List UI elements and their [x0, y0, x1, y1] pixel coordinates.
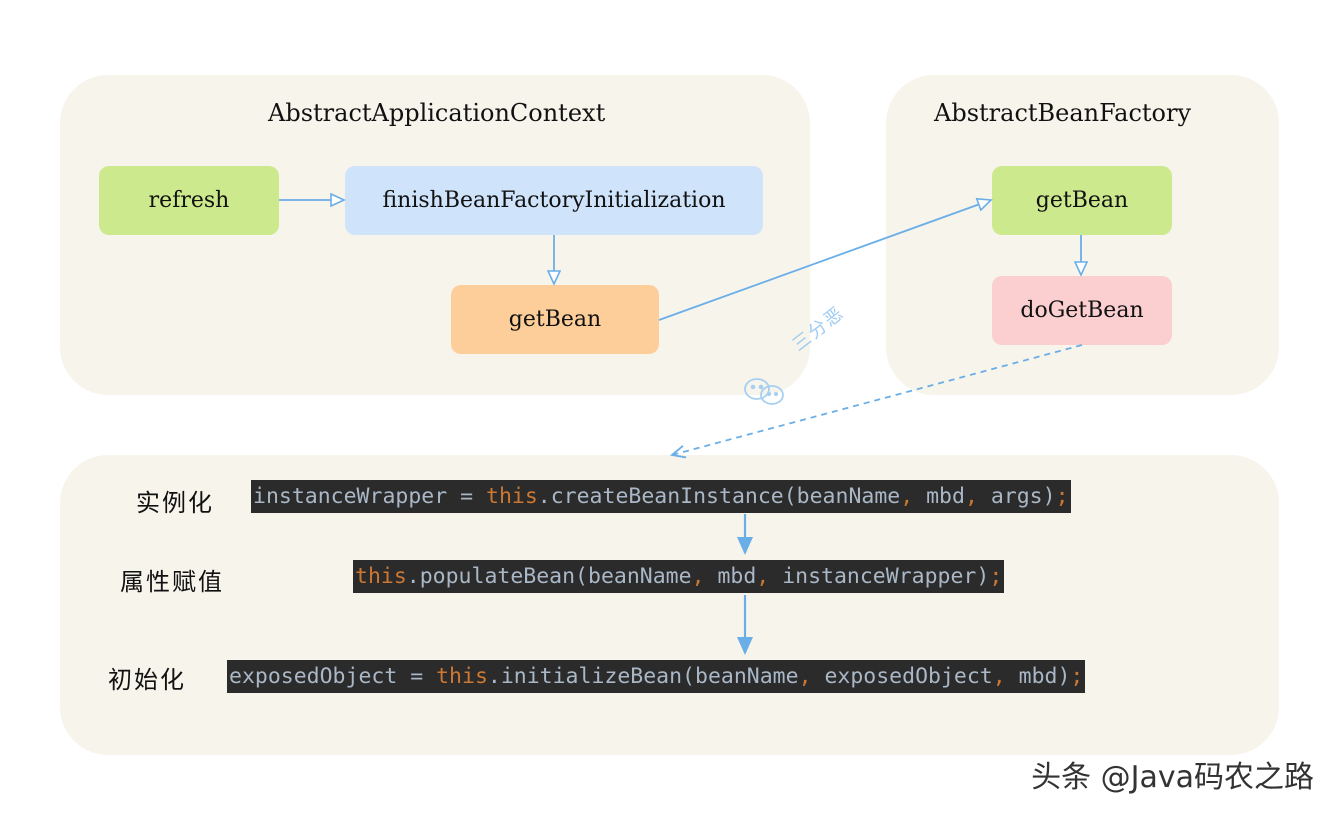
initialization-label: 初始化: [108, 666, 186, 694]
dogetbean-to-lifecycle-arrow: [672, 344, 1083, 455]
instantiation-code: instanceWrapper = this.createBeanInstanc…: [251, 480, 1071, 513]
context-getbean-to-factory-getbean-arrow: [658, 200, 991, 321]
abstract-bean-factory-title: AbstractBeanFactory: [934, 99, 1192, 127]
initialization-code: exposedObject = this.initializeBean(bean…: [227, 660, 1086, 693]
property-assignment-code: this.populateBean(beanName, mbd, instanc…: [353, 560, 1005, 593]
wechat-icon: [744, 378, 784, 405]
abstract-application-context-title: AbstractApplicationContext: [268, 99, 606, 127]
do-get-bean-node: doGetBean: [992, 276, 1172, 345]
finish-bean-factory-initialization-node: finishBeanFactoryInitialization: [345, 166, 763, 235]
footer-attribution: 头条 @Java码农之路: [1031, 760, 1314, 795]
refresh-node: refresh: [99, 166, 279, 235]
instantiation-label: 实例化: [136, 489, 214, 517]
abstract-application-context-panel: [60, 75, 810, 395]
property-assignment-label: 属性赋值: [120, 568, 224, 596]
get-bean-factory-node: getBean: [992, 166, 1172, 235]
get-bean-context-node: getBean: [451, 285, 659, 354]
